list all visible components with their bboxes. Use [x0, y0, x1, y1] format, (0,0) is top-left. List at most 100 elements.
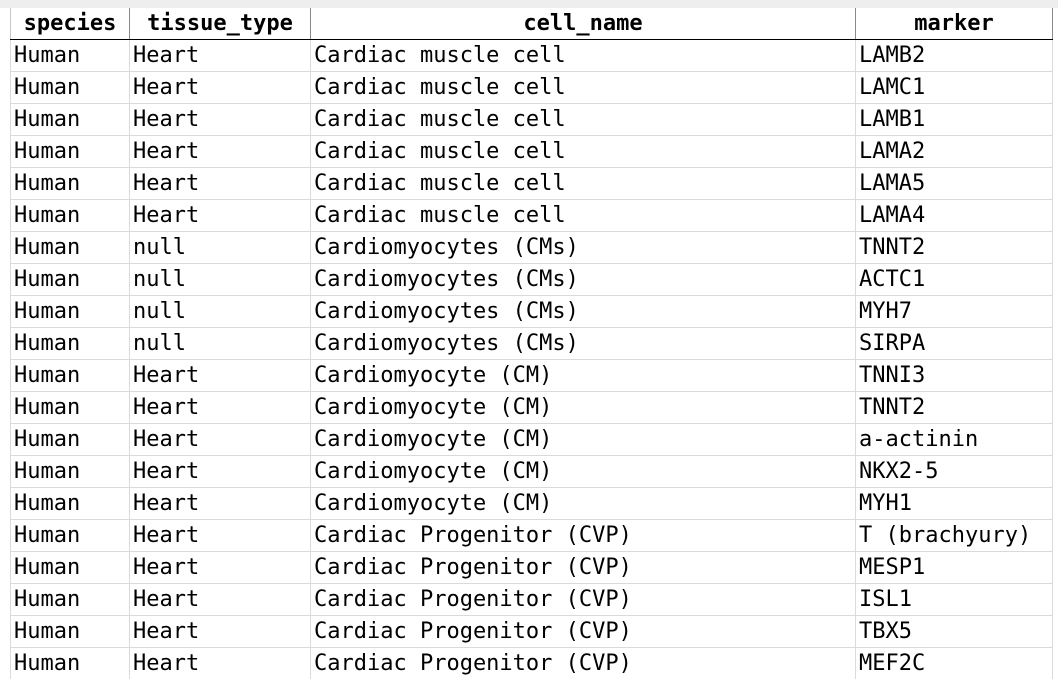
- marker-cell[interactable]: LAMB2: [855, 39, 1053, 72]
- header-species[interactable]: species: [10, 8, 130, 40]
- species-cell[interactable]: Human: [10, 199, 130, 232]
- species-cell[interactable]: Human: [10, 647, 130, 679]
- cell-name-cell[interactable]: Cardiac muscle cell: [310, 135, 856, 168]
- tissue-type-cell[interactable]: null: [129, 263, 311, 296]
- species-cell[interactable]: Human: [10, 455, 130, 488]
- species-cell[interactable]: Human: [10, 39, 130, 72]
- species-cell[interactable]: Human: [10, 359, 130, 392]
- marker-cell[interactable]: ACTC1: [855, 263, 1053, 296]
- species-cell[interactable]: Human: [10, 263, 130, 296]
- marker-cell[interactable]: T (brachyury): [855, 519, 1053, 552]
- cell-name-cell[interactable]: Cardiomyocytes (CMs): [310, 295, 856, 328]
- tissue-type-cell[interactable]: Heart: [129, 551, 311, 584]
- marker-cell[interactable]: TNNT2: [855, 231, 1053, 264]
- cell-name-cell[interactable]: Cardiac Progenitor (CVP): [310, 583, 856, 616]
- tissue-type-cell[interactable]: Heart: [129, 135, 311, 168]
- tissue-type-cell[interactable]: Heart: [129, 615, 311, 648]
- marker-cell[interactable]: TBX5: [855, 615, 1053, 648]
- header-tissue-type[interactable]: tissue_type: [129, 8, 311, 40]
- cell-name-cell[interactable]: Cardiac muscle cell: [310, 103, 856, 136]
- marker-cell[interactable]: LAMA2: [855, 135, 1053, 168]
- tissue-type-cell[interactable]: null: [129, 231, 311, 264]
- header-cell-name[interactable]: cell_name: [310, 8, 856, 40]
- species-cell[interactable]: Human: [10, 295, 130, 328]
- marker-cell[interactable]: MEF2C: [855, 647, 1053, 679]
- species-cell[interactable]: Human: [10, 327, 130, 360]
- marker-cell[interactable]: a-actinin: [855, 423, 1053, 456]
- species-cell[interactable]: Human: [10, 71, 130, 104]
- cell-name-cell[interactable]: Cardiac Progenitor (CVP): [310, 647, 856, 679]
- species-cell[interactable]: Human: [10, 391, 130, 424]
- cell-name-cell[interactable]: Cardiac muscle cell: [310, 71, 856, 104]
- cell-name-cell[interactable]: Cardiomyocyte (CM): [310, 487, 856, 520]
- marker-cell[interactable]: MYH1: [855, 487, 1053, 520]
- tissue-type-cell[interactable]: Heart: [129, 583, 311, 616]
- cell-name-cell[interactable]: Cardiac muscle cell: [310, 199, 856, 232]
- species-cell[interactable]: Human: [10, 583, 130, 616]
- marker-cell[interactable]: MYH7: [855, 295, 1053, 328]
- species-cell[interactable]: Human: [10, 231, 130, 264]
- cell-name-cell[interactable]: Cardiomyocyte (CM): [310, 455, 856, 488]
- marker-cell[interactable]: LAMA4: [855, 199, 1053, 232]
- cell-name-cell[interactable]: Cardiomyocytes (CMs): [310, 327, 856, 360]
- tissue-type-cell[interactable]: Heart: [129, 167, 311, 200]
- marker-cell[interactable]: SIRPA: [855, 327, 1053, 360]
- cell-name-cell[interactable]: Cardiac Progenitor (CVP): [310, 519, 856, 552]
- tissue-type-cell[interactable]: Heart: [129, 647, 311, 679]
- species-cell[interactable]: Human: [10, 487, 130, 520]
- cell-name-cell[interactable]: Cardiomyocyte (CM): [310, 359, 856, 392]
- species-cell[interactable]: Human: [10, 423, 130, 456]
- marker-cell[interactable]: ISL1: [855, 583, 1053, 616]
- species-cell[interactable]: Human: [10, 551, 130, 584]
- species-cell[interactable]: Human: [10, 135, 130, 168]
- marker-cell[interactable]: LAMC1: [855, 71, 1053, 104]
- marker-cell[interactable]: LAMA5: [855, 167, 1053, 200]
- tissue-type-cell[interactable]: Heart: [129, 103, 311, 136]
- marker-cell[interactable]: LAMB1: [855, 103, 1053, 136]
- tissue-type-cell[interactable]: Heart: [129, 359, 311, 392]
- species-cell[interactable]: Human: [10, 615, 130, 648]
- tissue-type-cell[interactable]: null: [129, 295, 311, 328]
- cell-name-cell[interactable]: Cardiac muscle cell: [310, 167, 856, 200]
- species-cell[interactable]: Human: [10, 103, 130, 136]
- header-marker[interactable]: marker: [855, 8, 1053, 40]
- cell-name-cell[interactable]: Cardiomyocytes (CMs): [310, 263, 856, 296]
- header-row: species tissue_type cell_name marker: [10, 8, 1053, 40]
- cell-name-cell[interactable]: Cardiac muscle cell: [310, 39, 856, 72]
- cell-name-cell[interactable]: Cardiomyocyte (CM): [310, 423, 856, 456]
- species-cell[interactable]: Human: [10, 519, 130, 552]
- marker-cell[interactable]: TNNI3: [855, 359, 1053, 392]
- tissue-type-cell[interactable]: null: [129, 327, 311, 360]
- tissue-type-cell[interactable]: Heart: [129, 39, 311, 72]
- species-cell[interactable]: Human: [10, 167, 130, 200]
- marker-cell[interactable]: NKX2-5: [855, 455, 1053, 488]
- tissue-type-cell[interactable]: Heart: [129, 455, 311, 488]
- tissue-type-cell[interactable]: Heart: [129, 71, 311, 104]
- cell-name-cell[interactable]: Cardiac Progenitor (CVP): [310, 615, 856, 648]
- tissue-type-cell[interactable]: Heart: [129, 199, 311, 232]
- tissue-type-cell[interactable]: Heart: [129, 519, 311, 552]
- cell-name-cell[interactable]: Cardiac Progenitor (CVP): [310, 551, 856, 584]
- marker-cell[interactable]: MESP1: [855, 551, 1053, 584]
- tissue-type-cell[interactable]: Heart: [129, 487, 311, 520]
- marker-cell[interactable]: TNNT2: [855, 391, 1053, 424]
- cell-name-cell[interactable]: Cardiomyocytes (CMs): [310, 231, 856, 264]
- tissue-type-cell[interactable]: Heart: [129, 423, 311, 456]
- cell-name-cell[interactable]: Cardiomyocyte (CM): [310, 391, 856, 424]
- tissue-type-cell[interactable]: Heart: [129, 391, 311, 424]
